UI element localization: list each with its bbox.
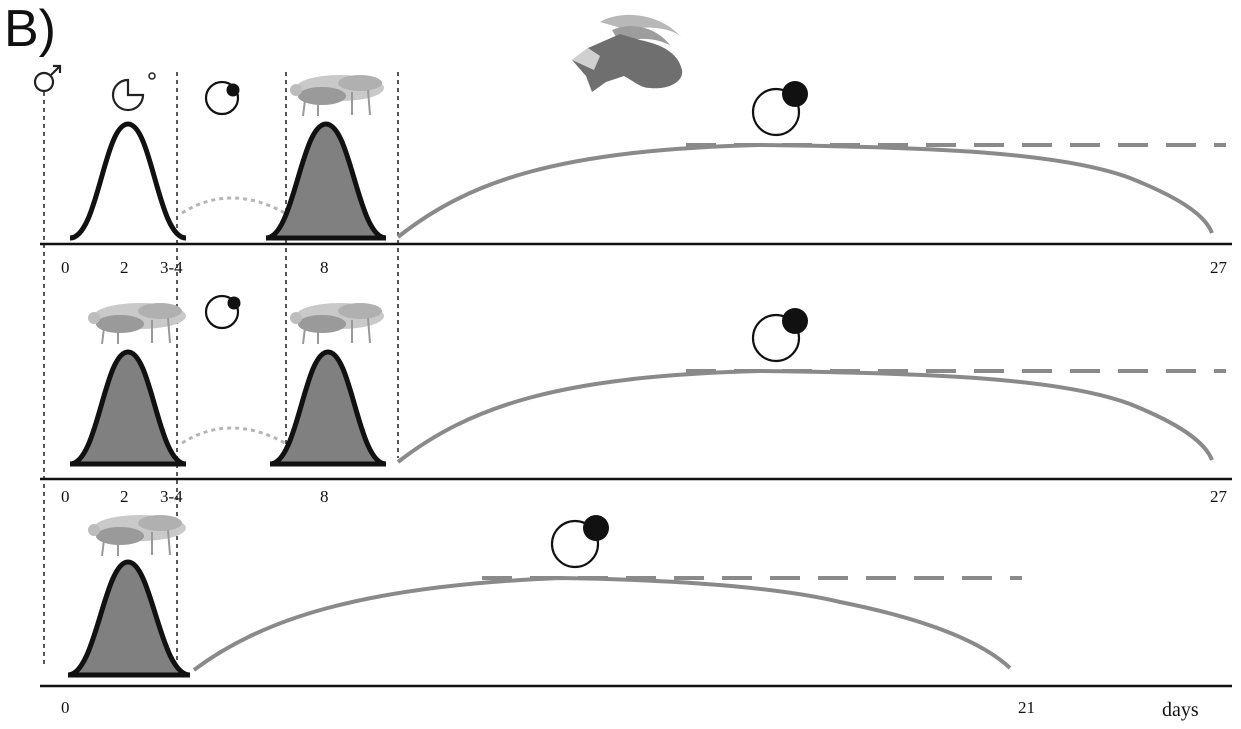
row-2-tick-8: 8 xyxy=(320,487,329,506)
row-1-tick-0: 0 xyxy=(61,258,70,277)
guide-lines xyxy=(43,72,399,668)
row-2-follicle-small-icon xyxy=(204,294,241,330)
row-1-peak-day-8 xyxy=(265,121,387,241)
row-1-curve xyxy=(396,142,1214,239)
regressing-corpus-luteum-icon xyxy=(111,72,156,112)
row-1-tick-27: 27 xyxy=(1210,258,1228,277)
row-1-follicle-small-icon xyxy=(204,80,240,116)
row-2-dotted-arc xyxy=(181,426,286,445)
row-2-tick-0: 0 xyxy=(61,487,70,506)
row-1-tick-3-4: 3-4 xyxy=(160,258,183,277)
row-2-follicle-large-icon xyxy=(751,308,808,363)
row-2-tick-2: 2 xyxy=(120,487,129,506)
row-3-tick-0: 0 xyxy=(61,698,70,717)
row-1-mating-goats-icon xyxy=(290,75,384,117)
row-3-follicle-large-icon xyxy=(550,515,609,569)
row-2-peak-day-8 xyxy=(269,349,387,467)
ibex-head-icon xyxy=(572,14,683,92)
days-axis-label: days xyxy=(1162,699,1199,721)
row-1-tick-8: 8 xyxy=(320,258,329,277)
row-3-peak-day-2 xyxy=(67,559,191,678)
row-2: 0 2 3-4 8 27 xyxy=(40,294,1232,506)
row-1: 0 2 3-4 8 27 xyxy=(33,14,1232,277)
row-3-tick-21: 21 xyxy=(1018,698,1035,717)
row-3-curve xyxy=(192,575,1012,672)
row-1-peak-day-2 xyxy=(69,121,187,241)
row-2-tick-27: 27 xyxy=(1210,487,1228,506)
row-2-tick-3-4: 3-4 xyxy=(160,487,183,506)
row-2-curve xyxy=(396,368,1214,464)
male-symbol-icon xyxy=(33,64,62,93)
row-2-mating-goats-icon-day-2 xyxy=(88,303,186,345)
row-3-mating-goats-icon xyxy=(88,515,186,557)
row-2-mating-goats-icon-day-8 xyxy=(290,303,384,345)
row-2-peak-day-2 xyxy=(69,349,187,467)
row-3: 0 21 days xyxy=(40,515,1232,721)
row-1-dotted-arc xyxy=(181,196,286,215)
row-1-tick-2: 2 xyxy=(120,258,129,277)
panel-label: B) xyxy=(4,0,56,58)
row-1-follicle-large-icon xyxy=(751,81,808,137)
